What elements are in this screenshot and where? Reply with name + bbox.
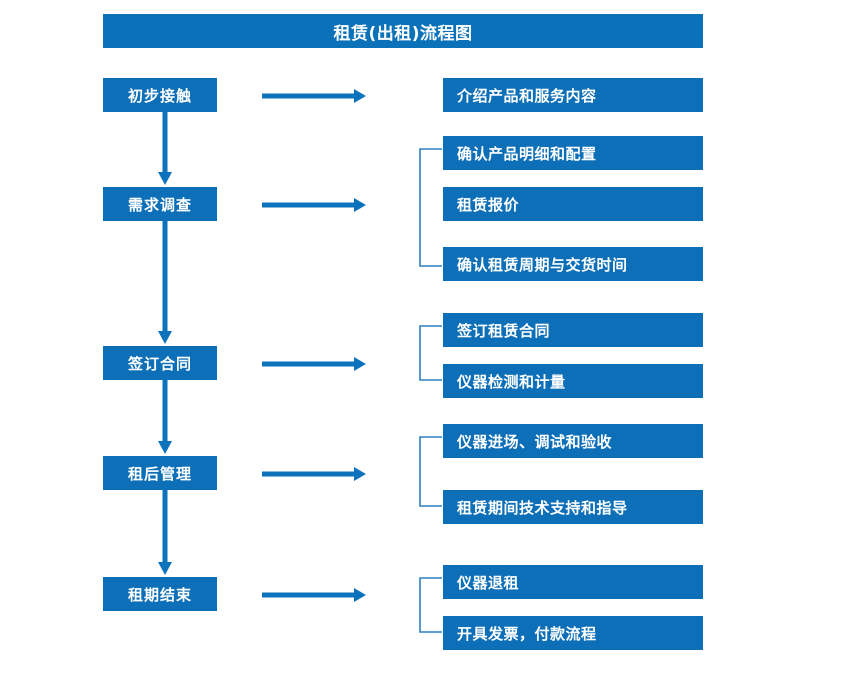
task-box-instrument-delivery-commissioning[interactable]: 仪器进场、调试和验收: [443, 424, 703, 458]
stage-box-initial-contact[interactable]: 初步接触: [103, 78, 217, 112]
task-box-instrument-inspection[interactable]: 仪器检测和计量: [443, 364, 703, 398]
arrow-stage-4-to-tasks: [262, 467, 366, 481]
task-box-sign-rental-contract[interactable]: 签订租赁合同: [443, 313, 703, 347]
arrow-stage-2-to-tasks: [262, 198, 366, 212]
stage-box-post-rental-management[interactable]: 租后管理: [103, 456, 217, 490]
arrow-contract-to-management: [158, 380, 172, 454]
task-box-introduce-products[interactable]: 介绍产品和服务内容: [443, 78, 703, 112]
bracket-group-demand: [419, 148, 442, 267]
arrow-stage-1-to-tasks: [262, 89, 366, 103]
task-box-confirm-rental-period[interactable]: 确认租赁周期与交货时间: [443, 247, 703, 281]
stage-box-lease-end[interactable]: 租期结束: [103, 577, 217, 611]
stage-box-demand-survey[interactable]: 需求调查: [103, 187, 217, 221]
task-box-technical-support[interactable]: 租赁期间技术支持和指导: [443, 490, 703, 524]
arrow-stage-3-to-tasks: [262, 357, 366, 371]
diagram-title: 租赁(出租)流程图: [103, 14, 703, 48]
stage-box-sign-contract[interactable]: 签订合同: [103, 346, 217, 380]
arrow-survey-to-contract: [158, 221, 172, 344]
arrow-stage-5-to-tasks: [262, 588, 366, 602]
bracket-group-management: [419, 436, 442, 507]
task-box-confirm-product-details[interactable]: 确认产品明细和配置: [443, 136, 703, 170]
arrow-management-to-end: [158, 490, 172, 575]
task-box-rental-quote[interactable]: 租赁报价: [443, 187, 703, 221]
task-box-instrument-return[interactable]: 仪器退租: [443, 565, 703, 599]
bracket-group-contract: [419, 325, 442, 381]
bracket-group-end: [419, 577, 442, 633]
task-box-invoice-payment[interactable]: 开具发票，付款流程: [443, 616, 703, 650]
arrow-contact-to-survey: [158, 112, 172, 185]
